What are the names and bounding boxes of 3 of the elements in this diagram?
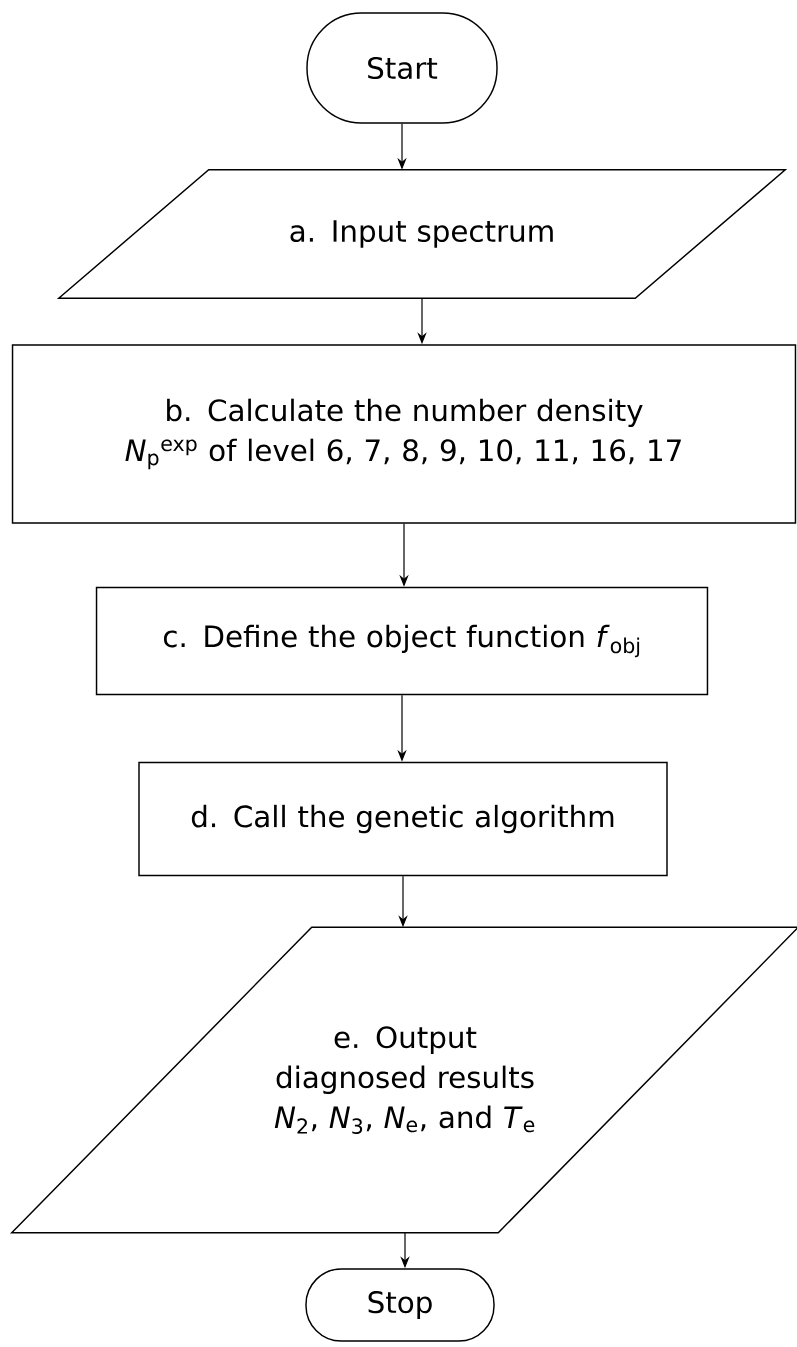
process-box: c. Define the object function f$_{obj}$ bbox=[95, 586, 709, 696]
process-box: d. Call the genetic algorithm bbox=[138, 761, 668, 877]
process-box: b. Calculate the number density N$_{p}$$^{exp}$ of level 6, 7, 8, 9, 10, 11, 16, 17 bbox=[11, 344, 797, 524]
